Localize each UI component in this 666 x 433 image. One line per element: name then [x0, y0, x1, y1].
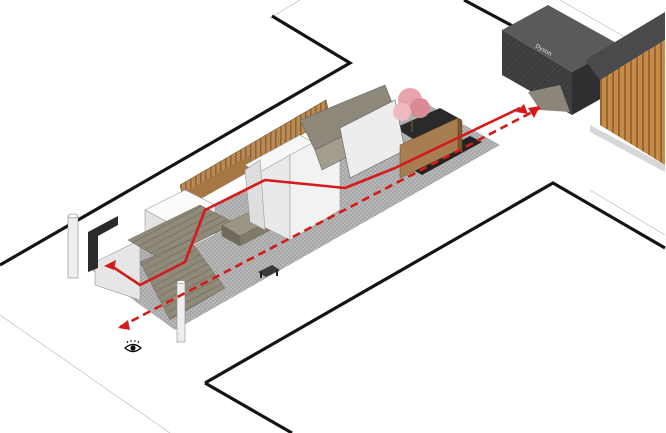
- column-left: [67, 213, 79, 279]
- arrow-head-mid: [516, 104, 528, 114]
- route-dashed: [119, 106, 541, 329]
- arrow-head-store: [528, 106, 540, 118]
- arrow-head-entry: [118, 320, 130, 330]
- entry-gate: [88, 216, 118, 272]
- planting-bed: [395, 108, 462, 142]
- wood-deck-front: [139, 239, 226, 321]
- column-front: [176, 280, 186, 343]
- route-solid: [109, 106, 521, 287]
- gabled-roof: [299, 84, 406, 179]
- blossom-tree: [393, 88, 430, 132]
- small-bench: [258, 265, 280, 278]
- store-building: Dyson: [502, 5, 665, 172]
- arrow-head-gate: [104, 260, 116, 270]
- eye-icon: [123, 340, 143, 353]
- circulation-paths: [104, 104, 541, 330]
